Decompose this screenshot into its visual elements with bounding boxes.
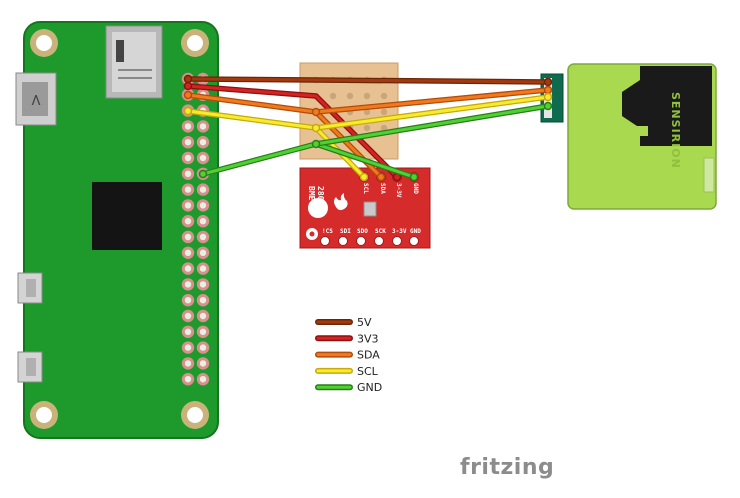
gpio-header xyxy=(181,72,210,386)
legend-label: SDA xyxy=(357,349,380,362)
gpio-pin xyxy=(181,120,195,133)
micro-usb-port xyxy=(17,351,43,383)
gpio-pin xyxy=(196,357,210,370)
gpio-pin xyxy=(181,199,195,212)
raspberry-pi-zero: < xyxy=(15,21,219,439)
breadboard-hole xyxy=(363,124,371,132)
legend-item: 3V3 xyxy=(315,332,379,345)
breadboard-hole xyxy=(380,108,388,116)
gpio-pin xyxy=(181,215,195,228)
legend-label: 5V xyxy=(357,316,372,329)
legend-item: SDA xyxy=(315,349,380,362)
pin-label-3v3: 3-3V xyxy=(395,183,402,198)
mounting-hole-icon xyxy=(181,401,209,429)
gpio-pin xyxy=(196,230,210,244)
gpio-pin xyxy=(196,309,210,323)
gpio-pin xyxy=(196,341,210,354)
gpio-pin xyxy=(196,215,210,228)
wire-scl-sensor xyxy=(311,92,553,133)
wires xyxy=(183,74,553,182)
mounting-hole-icon xyxy=(30,401,58,429)
pin-label-cs: !CS xyxy=(322,228,333,235)
gpio-pin xyxy=(181,373,195,386)
breadboard-hole xyxy=(329,92,337,100)
gpio-pin xyxy=(196,151,210,165)
pin-label-sck: SCK xyxy=(375,228,386,235)
legend-label: SCL xyxy=(357,365,379,378)
legend-item: SCL xyxy=(315,365,379,378)
legend-item: GND xyxy=(315,381,382,394)
gpio-pin xyxy=(181,151,195,165)
pin-label-sdo: SDO xyxy=(357,228,368,235)
gpio-pin xyxy=(181,183,195,196)
gpio-pin xyxy=(196,120,210,133)
gpio-pin xyxy=(181,325,195,338)
sensirion-sensor: SENSIRION xyxy=(540,63,717,210)
gpio-pin xyxy=(181,278,195,291)
gpio-pin xyxy=(196,246,210,259)
breadboard-hole xyxy=(363,108,371,116)
pin-label-scl: SCL xyxy=(362,183,369,194)
pin-label-sda: SDA xyxy=(379,183,386,194)
pin-label-sdi: SDI xyxy=(340,228,351,235)
gpio-pin xyxy=(196,325,210,338)
wire-gnd-sensor xyxy=(311,101,553,149)
mounting-hole-icon xyxy=(181,29,209,57)
gpio-pin xyxy=(196,183,210,196)
header-pin xyxy=(374,236,384,246)
legend-item: 5V xyxy=(315,316,372,329)
soc-chip xyxy=(92,182,162,250)
gpio-pin xyxy=(181,357,195,370)
breadboard-hole xyxy=(380,92,388,100)
sensor-brand: SENSIRION xyxy=(669,92,682,169)
pin-label-3v3-bottom: 3-3V xyxy=(392,228,407,235)
breadboard-hole xyxy=(346,92,354,100)
pin-label-gnd-bottom: GND xyxy=(410,228,421,235)
breadboard-hole xyxy=(380,124,388,132)
gpio-pin xyxy=(196,136,210,149)
header-pin xyxy=(392,236,402,246)
gpio-pin xyxy=(181,341,195,354)
gpio-pin xyxy=(196,373,210,386)
sensor-chip xyxy=(363,201,377,217)
gpio-pin xyxy=(196,262,210,275)
header-pin xyxy=(338,236,348,246)
micro-usb-port xyxy=(17,272,43,304)
sd-card-slot xyxy=(105,25,163,99)
gpio-pin xyxy=(196,278,210,291)
gpio-pin xyxy=(196,294,210,307)
mini-hdmi-port: < xyxy=(15,72,57,126)
board-title-2: 280 xyxy=(316,186,325,201)
mounting-hole-icon xyxy=(308,198,328,218)
fritzing-logo: fritzing xyxy=(460,455,554,480)
breadboard-hole xyxy=(363,92,371,100)
gpio-pin xyxy=(181,262,195,275)
svg-text:<: < xyxy=(27,93,46,106)
gpio-pin xyxy=(181,230,195,244)
gpio-pin xyxy=(181,167,195,180)
header-pin xyxy=(356,236,366,246)
header-pin xyxy=(409,236,419,246)
header-pin xyxy=(320,236,330,246)
board-title-1: BME xyxy=(307,186,316,201)
gpio-pin xyxy=(181,309,195,323)
mounting-hole-icon xyxy=(30,29,58,57)
gpio-pin xyxy=(181,294,195,307)
gpio-pin xyxy=(196,199,210,212)
wire-sda-sensor xyxy=(311,85,553,117)
legend-label: 3V3 xyxy=(357,332,379,345)
gpio-pin xyxy=(181,246,195,259)
gpio-pin xyxy=(181,136,195,149)
legend-label: GND xyxy=(357,381,382,394)
pin-label-gnd: GND xyxy=(412,183,419,194)
flame-logo-icon xyxy=(334,193,348,211)
gear-logo-icon xyxy=(306,228,318,240)
